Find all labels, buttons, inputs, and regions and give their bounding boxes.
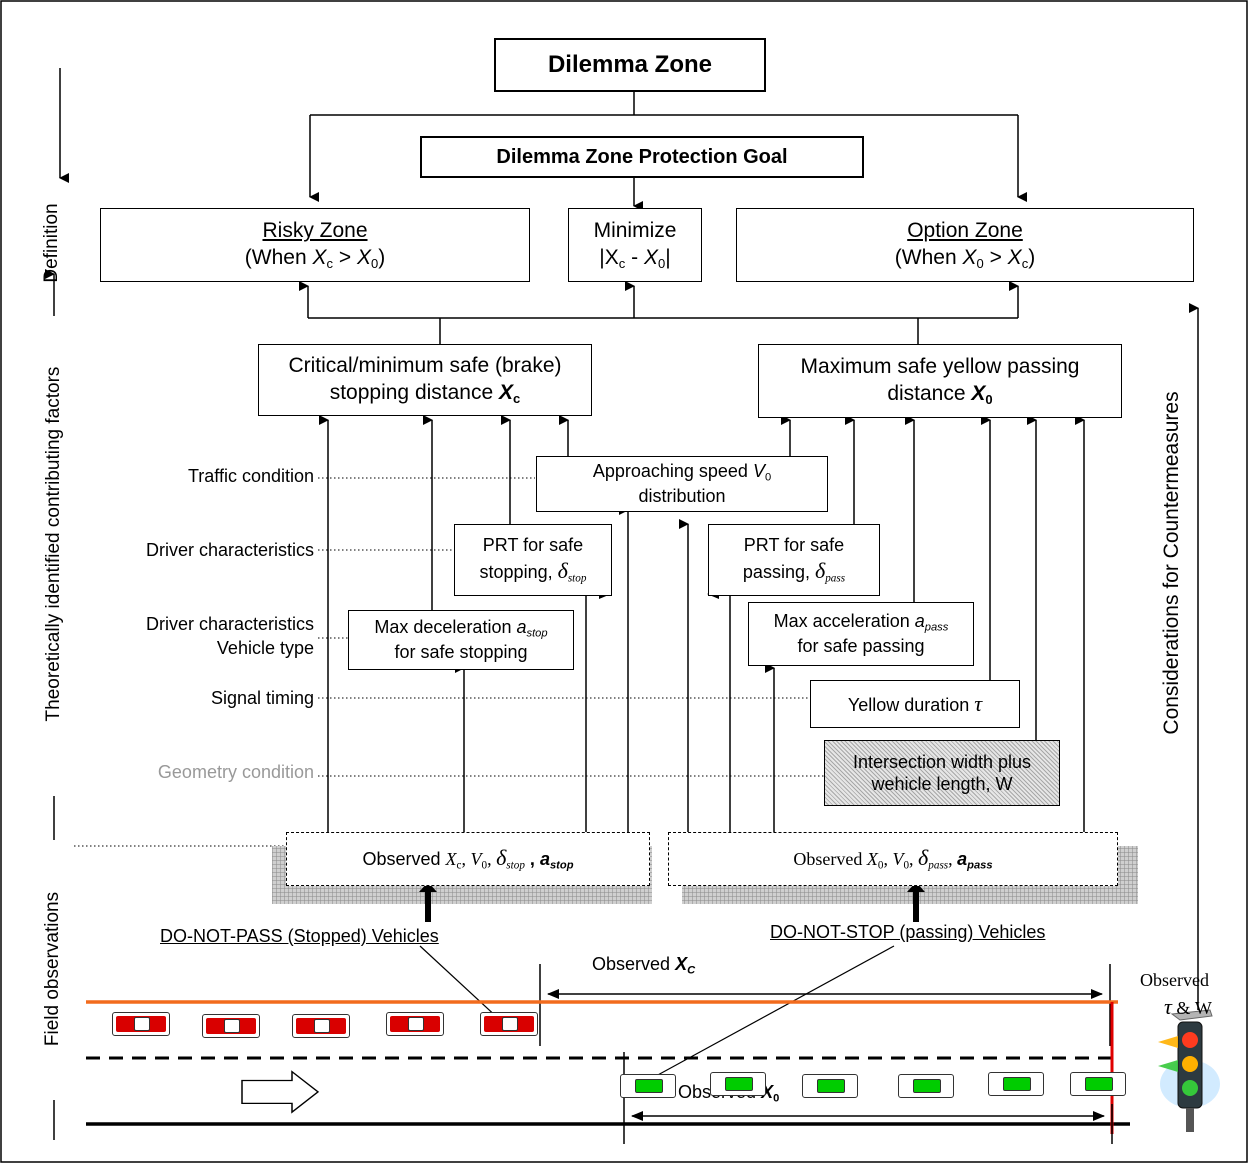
yellow-duration-box: Yellow duration τ — [810, 680, 1020, 728]
protection-goal-box: Dilemma Zone Protection Goal — [420, 136, 864, 178]
risky-zone-box: Risky Zone (When Xc > X0) — [100, 208, 530, 282]
minimize-box: Minimize |Xc - X0| — [568, 208, 702, 282]
maximum-passing-distance-box: Maximum safe yellow passing distance X0 — [758, 344, 1122, 418]
passing-vehicles-label: DO-NOT-STOP (passing) Vehicles — [770, 922, 1046, 942]
approaching-speed-box: Approaching speed V0 distribution — [536, 456, 828, 512]
width-line1: Intersection width plus — [852, 751, 1032, 772]
max-accel-line1: Max acceleration apass — [773, 611, 949, 634]
max-accel-line2: for safe passing — [797, 636, 925, 657]
max-deceleration-box: Max deceleration astop for safe stopping — [348, 610, 574, 670]
observed-tau-line1: Observed — [1140, 970, 1209, 990]
max-acceleration-box: Max acceleration apass for safe passing — [748, 602, 974, 666]
row-label-signal: Signal timing — [210, 688, 314, 708]
stopped-car — [202, 1014, 260, 1038]
yellow-duration-label: Yellow duration τ — [847, 691, 983, 717]
risky-zone-condition: (When Xc > X0) — [244, 245, 386, 271]
stopped-car — [112, 1012, 170, 1036]
passing-car — [898, 1074, 954, 1098]
observed-pass-label: Observed X0, V0, δpass, apass — [793, 845, 993, 872]
passing-car — [710, 1072, 766, 1096]
side-label-definition: Definition — [41, 203, 62, 283]
maximum-line1: Maximum safe yellow passing — [800, 355, 1080, 379]
row-label-traffic: Traffic condition — [187, 466, 314, 486]
passing-car — [802, 1074, 858, 1098]
row-label-driver-vehicle-1: Driver characteristics — [145, 614, 314, 634]
stopped-car — [480, 1012, 538, 1036]
side-label-contributing: Theoretically identified contributing fa… — [43, 366, 64, 722]
minimize-title: Minimize — [593, 219, 677, 243]
observed-tau-line2: τ & W — [1164, 994, 1212, 1019]
observed-stop-box: Observed Xc, V0, δstop , astop — [286, 832, 650, 886]
row-label-driver: Driver characteristics — [145, 540, 314, 560]
protection-goal-label: Dilemma Zone Protection Goal — [496, 145, 788, 168]
critical-line2: stopping distance Xc — [329, 380, 521, 406]
dilemma-zone-label: Dilemma Zone — [547, 51, 713, 78]
risky-zone-title: Risky Zone — [262, 219, 368, 243]
critical-line1: Critical/minimum safe (brake) — [288, 354, 562, 378]
white-right-arrow-icon — [241, 1070, 320, 1114]
critical-stopping-distance-box: Critical/minimum safe (brake) stopping d… — [258, 344, 592, 416]
prt-stop-line2: stopping, δstop — [479, 557, 587, 584]
passing-car — [988, 1072, 1044, 1096]
prt-pass-line2: passing, δpass — [742, 557, 846, 584]
observed-pass-box: Observed X0, V0, δpass, apass — [668, 832, 1118, 886]
approaching-line1: Approaching speed V0 — [592, 461, 772, 484]
option-zone-condition: (When X0 > Xc) — [894, 245, 1036, 271]
prt-stop-box: PRT for safe stopping, δstop — [454, 524, 612, 596]
prt-pass-box: PRT for safe passing, δpass — [708, 524, 880, 596]
option-zone-box: Option Zone (When X0 > Xc) — [736, 208, 1194, 282]
max-decel-line2: for safe stopping — [394, 642, 528, 663]
row-label-driver-vehicle-2: Vehicle type — [216, 638, 314, 658]
traffic-signal-icon — [1158, 1009, 1220, 1132]
row-label-geometry: Geometry condition — [157, 762, 314, 782]
stopped-vehicles-label: DO-NOT-PASS (Stopped) Vehicles — [160, 926, 439, 946]
width-line2: wehicle length, W — [871, 774, 1013, 794]
dilemma-zone-box: Dilemma Zone — [494, 38, 766, 92]
approaching-line2: distribution — [638, 486, 726, 507]
prt-stop-line1: PRT for safe — [482, 535, 584, 556]
option-zone-title: Option Zone — [907, 219, 1023, 243]
passing-car — [620, 1074, 676, 1098]
max-decel-line1: Max deceleration astop — [374, 617, 548, 640]
observed-stop-label: Observed Xc, V0, δstop , astop — [362, 845, 574, 872]
side-label-field: Field observations — [42, 891, 63, 1047]
observed-xc-label: Observed XC — [592, 954, 696, 977]
stopped-car — [292, 1014, 350, 1038]
maximum-line2: distance X0 — [887, 381, 993, 407]
side-label-countermeasures: Considerations for Countermeasures — [1160, 391, 1183, 735]
intersection-width-box: Intersection width plus wehicle length, … — [824, 740, 1060, 806]
stopped-car — [386, 1012, 444, 1036]
passing-car — [1070, 1072, 1126, 1096]
minimize-expression: |Xc - X0| — [599, 245, 671, 271]
prt-pass-line1: PRT for safe — [743, 535, 845, 556]
